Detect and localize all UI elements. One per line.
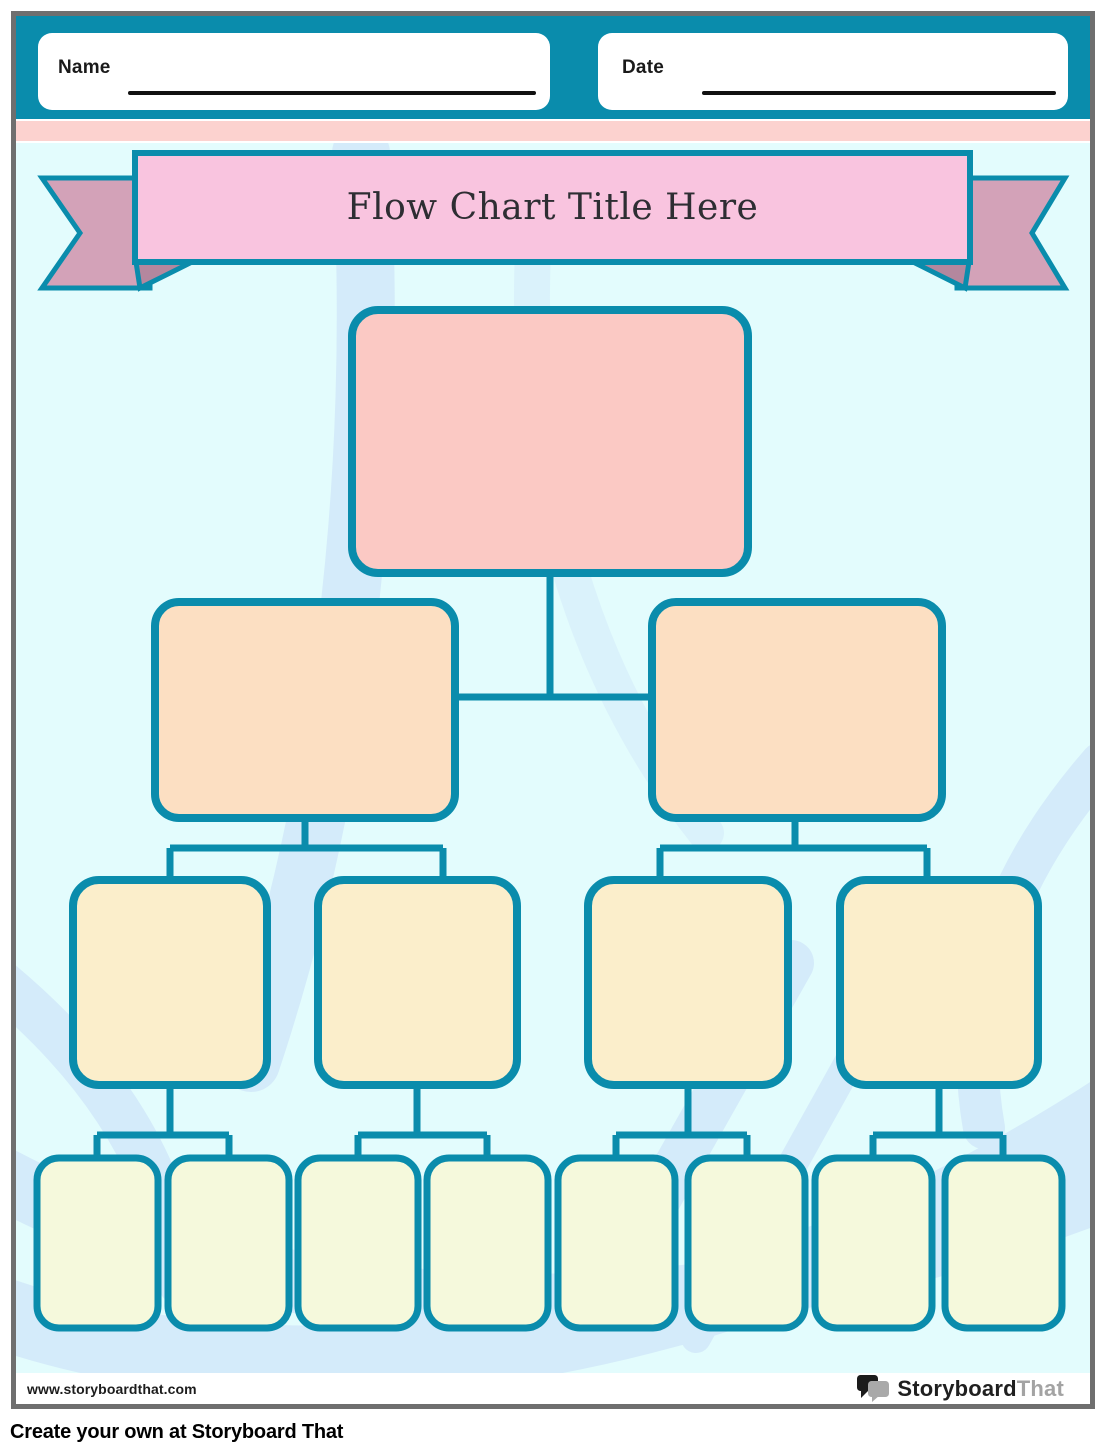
website-url[interactable]: www.storyboardthat.com — [27, 1380, 197, 1397]
flowchart-scene — [16, 143, 1090, 1373]
storyboardthat-logo: StoryboardThat — [856, 1374, 1064, 1403]
name-write-line[interactable] — [128, 91, 536, 95]
connector-l3-bracket-1 — [93, 1078, 233, 1168]
speech-bubbles-icon — [857, 1375, 890, 1402]
flowchart-box-l2-1[interactable] — [151, 598, 459, 822]
flowchart-box-l2-2[interactable] — [648, 598, 946, 822]
date-field[interactable]: Date — [598, 33, 1068, 110]
flowchart-box-l4-1[interactable] — [33, 1154, 162, 1332]
logo-text: StoryboardThat — [897, 1376, 1064, 1402]
connector-l3-bracket-3 — [612, 1078, 751, 1168]
flowchart-box-l3-4[interactable] — [836, 876, 1042, 1089]
flowchart-title[interactable]: Flow Chart Title Here — [346, 187, 759, 228]
flowchart-box-l1-1[interactable] — [348, 306, 752, 577]
ribbon-tail-right — [954, 175, 1070, 291]
connector-l3-bracket-2 — [354, 1078, 491, 1168]
header-band: Name Date — [16, 16, 1090, 119]
pink-accent-strip — [16, 121, 1090, 141]
title-ribbon — [37, 150, 1070, 292]
ribbon-banner — [132, 150, 973, 265]
ribbon-fold-left — [133, 259, 194, 292]
flowchart-box-l4-5[interactable] — [554, 1154, 679, 1332]
flowchart-box-l4-2[interactable] — [164, 1154, 293, 1332]
create-your-own-caption: Create your own at Storyboard That — [10, 1421, 344, 1443]
flowchart-box-l4-7[interactable] — [811, 1154, 936, 1332]
flowchart-area: Flow Chart Title Here — [16, 143, 1090, 1373]
name-field[interactable]: Name — [38, 33, 550, 110]
connector-l1-l2 — [455, 568, 652, 701]
date-write-line[interactable] — [702, 91, 1056, 95]
flowchart-box-l4-3[interactable] — [294, 1154, 422, 1332]
date-label: Date — [622, 57, 664, 78]
flowchart-box-l4-8[interactable] — [941, 1154, 1066, 1332]
logo-text-storyboard: Storyboard — [897, 1375, 1017, 1401]
connector-l3-bracket-4 — [869, 1078, 1007, 1168]
worksheet-page: Name Date — [11, 11, 1095, 1409]
ribbon-fold-right — [911, 259, 972, 292]
footer-strip: www.storyboardthat.com StoryboardThat — [16, 1373, 1090, 1404]
flowchart-box-l3-1[interactable] — [69, 876, 271, 1089]
flowchart-box-l3-3[interactable] — [584, 876, 792, 1089]
connector-l2-right-bracket — [656, 813, 931, 887]
connector-l2-left-bracket — [166, 813, 447, 887]
logo-text-that: That — [1016, 1375, 1064, 1401]
connectors — [93, 568, 1007, 1168]
name-label: Name — [58, 57, 111, 78]
flowchart-box-l4-4[interactable] — [423, 1154, 552, 1332]
flowchart-box-l4-6[interactable] — [684, 1154, 809, 1332]
flowchart-box-l3-2[interactable] — [314, 876, 521, 1089]
